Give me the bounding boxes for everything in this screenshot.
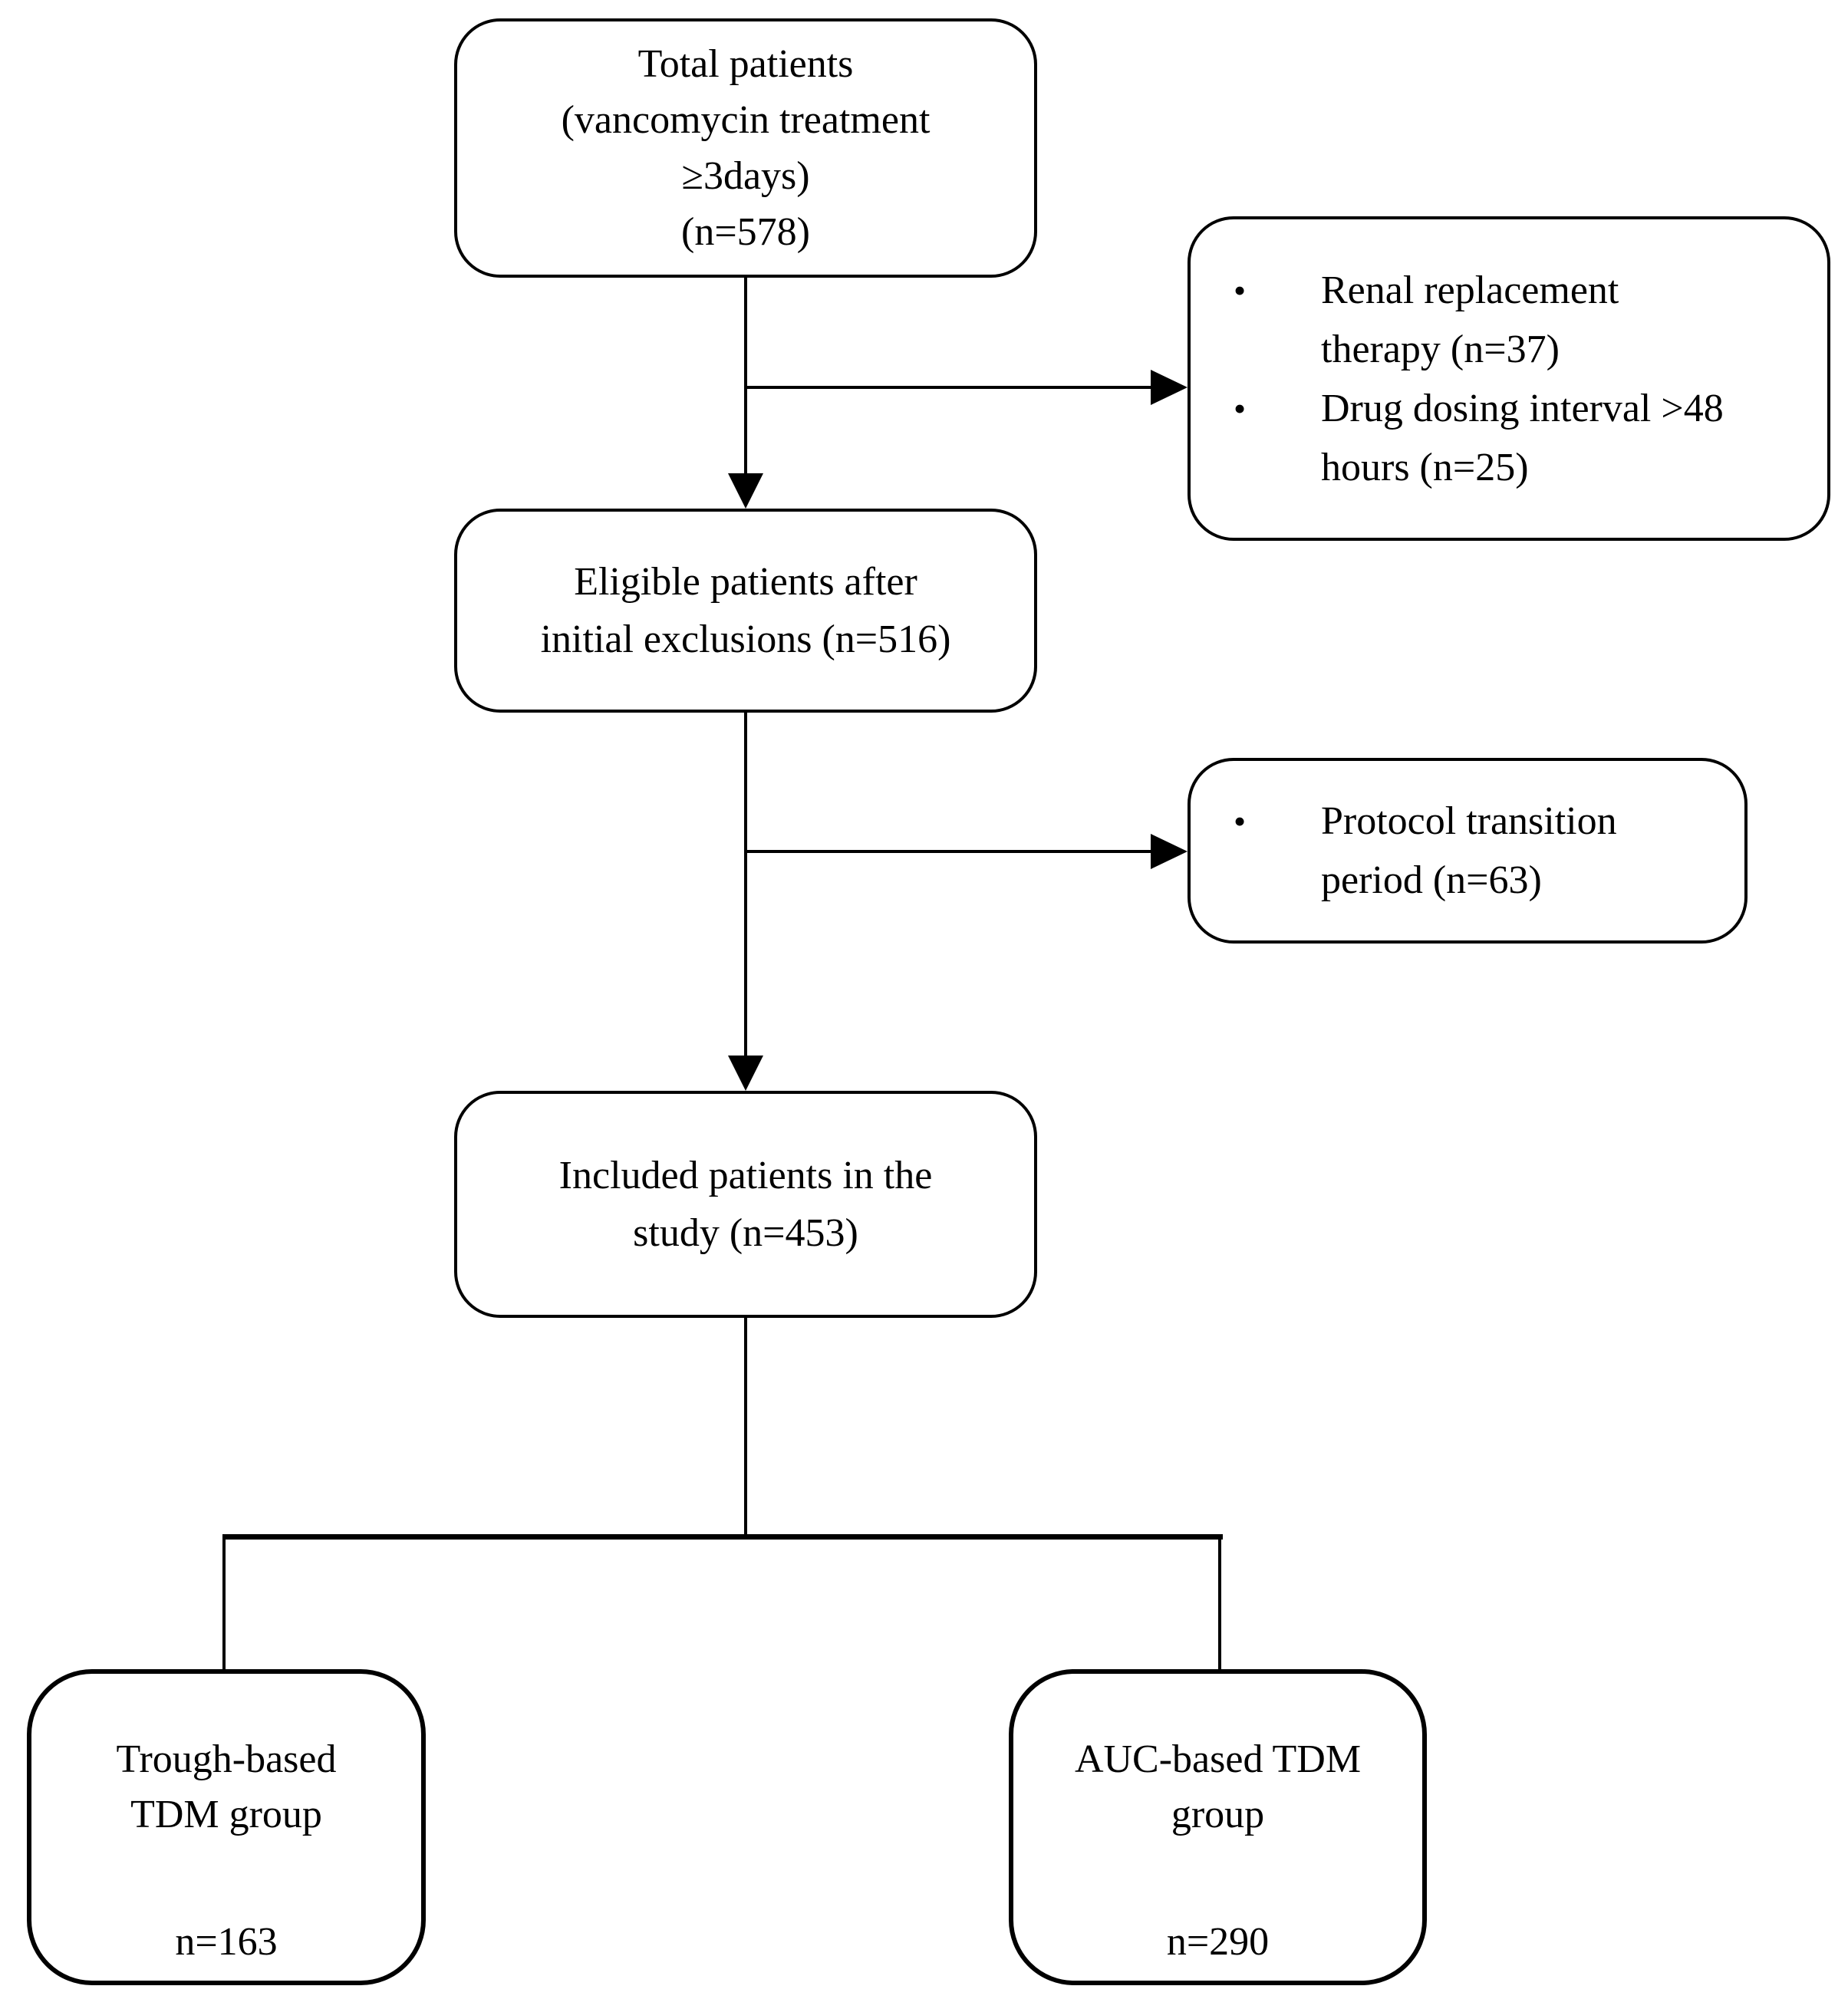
exclusion2-item-protocol-line-2: period (n=63): [1321, 858, 1542, 902]
bullet-icon: •: [1234, 388, 1247, 428]
exclusion1-item-dosing-line-2: hours (n=25): [1321, 445, 1529, 489]
connector-split-horizontal: [222, 1534, 1223, 1540]
bullet-icon: •: [1234, 270, 1247, 310]
bullet-icon: •: [1234, 802, 1247, 841]
connector-included-to-split: [744, 1318, 747, 1539]
box-total-line-1: Total patients: [637, 42, 854, 86]
exclusion2-item-protocol: • Protocol transition period (n=63): [1191, 792, 1721, 910]
connector-branch-exclusion-2: [746, 850, 1151, 853]
connector-split-left: [222, 1536, 226, 1671]
box-exclusion-protocol-transition: • Protocol transition period (n=63): [1188, 758, 1748, 944]
box-auc-n-label: n=290: [1166, 1920, 1270, 1964]
box-total-line-4: (n=578): [681, 210, 810, 254]
connector-branch-exclusion-1: [746, 386, 1151, 389]
connector-total-to-eligible: [744, 278, 747, 476]
box-included-line-2: study (n=453): [633, 1211, 858, 1255]
box-total-patients: Total patients (vancomycin treatment ≥3d…: [454, 18, 1037, 278]
exclusion2-item-protocol-line-1: Protocol transition: [1321, 799, 1617, 843]
box-auc-tdm-group: AUC-based TDM group n=290: [1009, 1669, 1427, 1985]
box-auc-title-line-1: AUC-based TDM: [1074, 1737, 1362, 1781]
exclusion1-item-renal-line-2: therapy (n=37): [1321, 327, 1560, 371]
box-total-line-2: (vancomycin treatment: [561, 98, 931, 142]
arrowhead-right-exclusion-2-icon: [1151, 834, 1188, 869]
box-eligible-line-2: initial exclusions (n=516): [540, 618, 951, 661]
arrowhead-down-eligible-icon: [728, 473, 763, 509]
box-trough-n-label: n=163: [175, 1920, 278, 1964]
box-trough-title-line-1: Trough-based: [116, 1737, 337, 1781]
exclusion1-item-dosing: • Drug dosing interval >48 hours (n=25): [1191, 379, 1804, 497]
exclusion1-item-dosing-line-1: Drug dosing interval >48: [1321, 386, 1724, 430]
box-total-line-3: ≥3days): [681, 154, 810, 198]
box-included-line-1: Included patients in the: [558, 1154, 933, 1197]
box-eligible-patients: Eligible patients after initial exclusio…: [454, 509, 1037, 713]
box-exclusion-renal-dosing: • Renal replacement therapy (n=37) • Dru…: [1188, 216, 1830, 541]
box-included-patients: Included patients in the study (n=453): [454, 1091, 1037, 1318]
exclusion1-item-renal-line-1: Renal replacement: [1321, 268, 1619, 312]
arrowhead-down-included-icon: [728, 1056, 763, 1091]
connector-eligible-to-included: [744, 713, 747, 1058]
box-trough-title-line-2: TDM group: [130, 1793, 322, 1836]
exclusion1-item-renal: • Renal replacement therapy (n=37): [1191, 261, 1804, 379]
box-auc-title-line-2: group: [1171, 1793, 1265, 1836]
box-eligible-line-1: Eligible patients after: [574, 560, 917, 604]
box-trough-tdm-group: Trough-based TDM group n=163: [27, 1669, 426, 1985]
connector-split-right: [1218, 1536, 1221, 1671]
arrowhead-right-exclusion-1-icon: [1151, 370, 1188, 405]
